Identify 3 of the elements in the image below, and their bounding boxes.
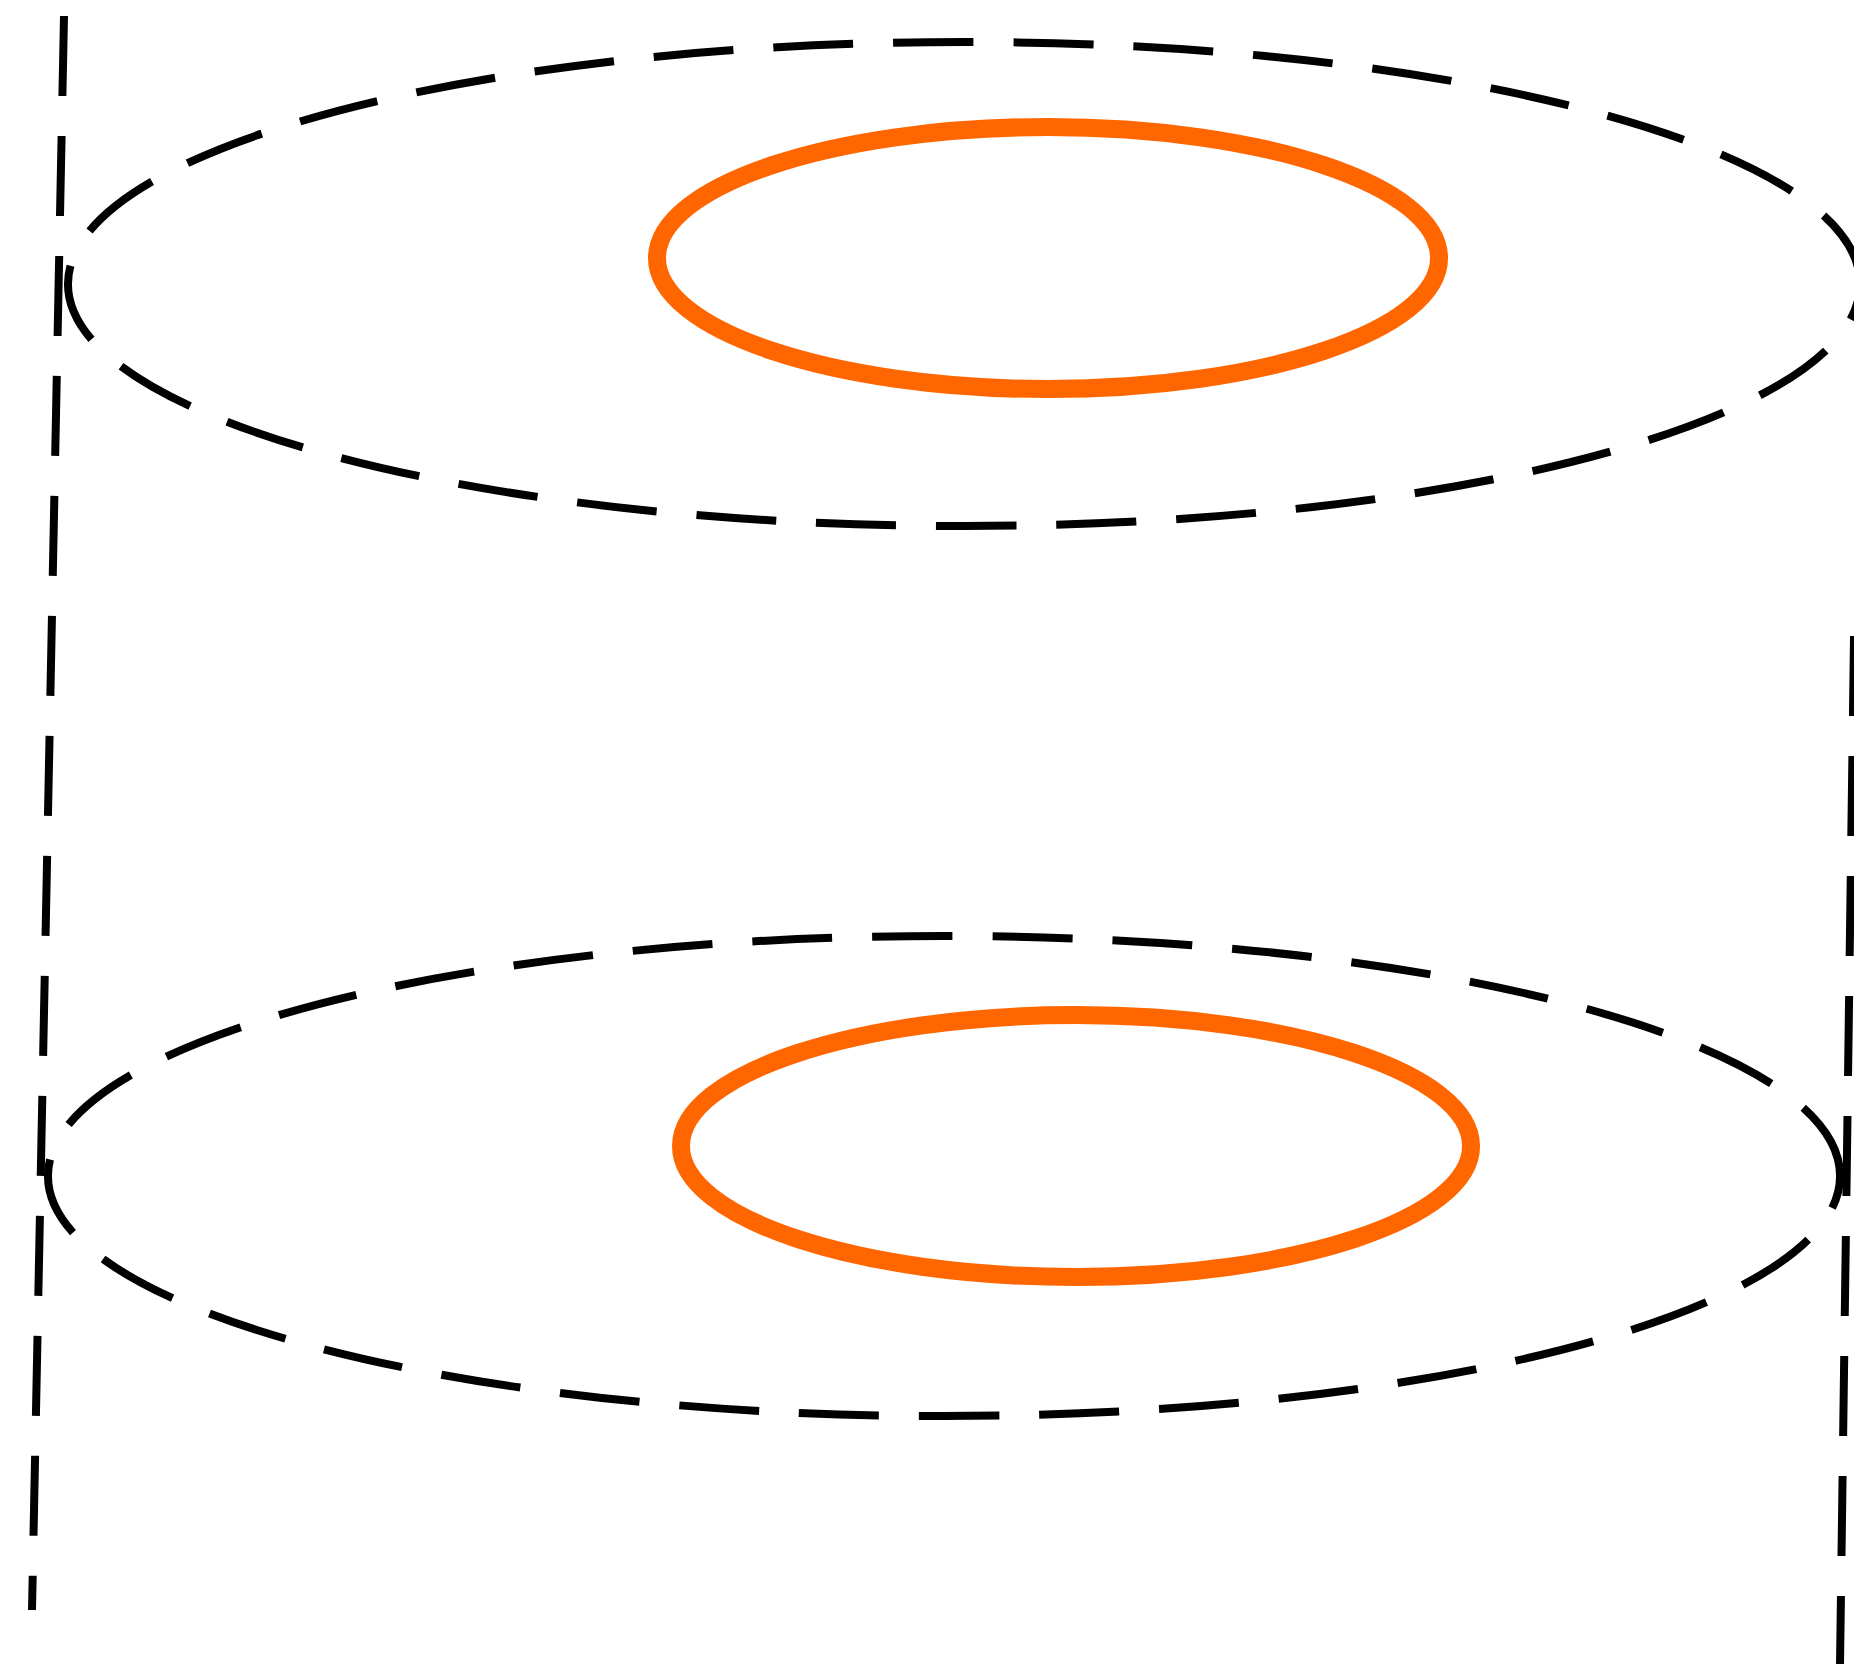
inner-ring <box>648 118 1449 398</box>
dashed-ellipse <box>43 932 1845 1421</box>
inner-ring <box>672 1006 1481 1286</box>
